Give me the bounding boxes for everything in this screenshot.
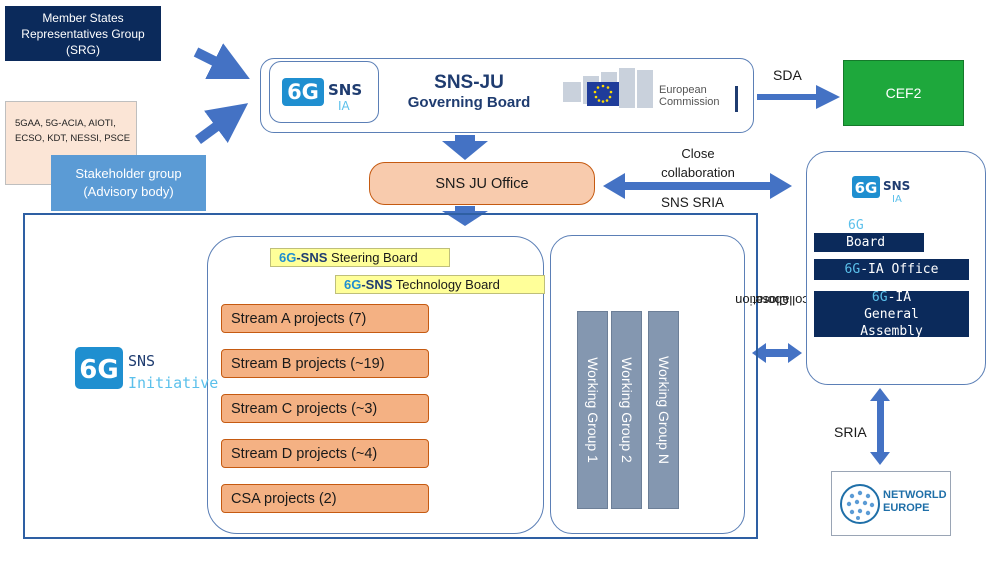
ia-office-prefix: 6G xyxy=(844,262,861,277)
wg2-label: Working Group 2 xyxy=(618,357,635,463)
board-title-sub: Governing Board xyxy=(407,94,531,111)
srg-line3: (SRG) xyxy=(66,42,100,57)
logo-ia-text: IA xyxy=(338,99,351,113)
ia-ga-line3: Assembly xyxy=(860,323,923,339)
ec-line2: Commission xyxy=(659,96,720,108)
ia-ga-line1: -IA xyxy=(887,289,912,305)
ia-office-box: 6G-IA Office xyxy=(814,259,969,280)
sns-ju-office-box: SNS JU Office xyxy=(369,162,595,205)
ia-logo-ia: IA xyxy=(892,194,902,204)
tech-rest: Technology Board xyxy=(392,277,500,292)
6g-sns-ia-logo: 6G SNS IA xyxy=(269,61,379,123)
ia-ga-line2: General xyxy=(864,306,919,322)
steering-board-label: 6G-SNS Steering Board xyxy=(270,248,450,267)
ia-board-box: Board xyxy=(814,233,924,252)
networld-line1: NETWORLD xyxy=(883,489,947,501)
close-collaboration-vertical-label: Close collaboration xyxy=(735,270,809,330)
stream-d-box: Stream D projects (~4) xyxy=(221,439,429,468)
sria-label: SRIA xyxy=(834,424,867,440)
governing-board-title: SNS-JU Governing Board xyxy=(384,72,554,112)
ec-logo-bar xyxy=(735,86,738,112)
stakeholder-members-line1: 5GAA, 5G-ACIA, AIOTI, xyxy=(15,118,116,129)
srg-line2: Representatives Group xyxy=(21,26,145,41)
logo-sns-text: SNS xyxy=(328,81,362,99)
stream-b-box: Stream B projects (~19) xyxy=(221,349,429,378)
close-collaboration-label: Close collaboration xyxy=(648,144,748,182)
technology-board-label: 6G-SNS Technology Board xyxy=(335,275,545,294)
ia-logo-6g: 6G xyxy=(855,179,878,197)
steering-rest: Steering Board xyxy=(327,250,418,265)
office-to-initiative-arrow xyxy=(442,206,488,226)
globe-icon xyxy=(840,484,880,524)
logo-6g-mark: 6G xyxy=(287,80,319,104)
ia-board-label: Board xyxy=(846,235,886,250)
initiative-sns-text: SNS xyxy=(128,352,156,370)
srg-line1: Member States xyxy=(42,10,124,25)
stakeholder-group-line1: Stakeholder group xyxy=(75,166,182,181)
ia-office-label: -IA Office xyxy=(860,262,939,277)
stakeholder-members-line2: ECSO, KDT, NESSI, PSCE xyxy=(15,133,131,144)
close-collab-vert-line2: collaboration xyxy=(735,293,809,308)
wg1-label: Working Group 1 xyxy=(584,357,601,463)
sns-sria-label: SNS SRIA xyxy=(661,195,725,210)
ia-logo-sns: SNS xyxy=(883,179,910,193)
ia-board-prefix: 6G xyxy=(848,218,864,233)
ec-logo-text: European Commission xyxy=(659,84,734,108)
office-ia-double-arrow xyxy=(603,173,792,199)
wgn-label: Working Group N xyxy=(655,356,672,464)
stakeholder-to-board-arrow xyxy=(195,103,249,145)
board-to-office-arrow xyxy=(442,135,488,160)
cef2-box: CEF2 xyxy=(843,60,964,126)
ec-line1: European xyxy=(659,84,707,96)
working-groups-container xyxy=(550,235,745,534)
tech-sns: -SNS xyxy=(361,277,393,292)
projects-container xyxy=(207,236,544,534)
srg-box: Member States Representatives Group (SRG… xyxy=(5,6,161,61)
6g-logo-icon: 6G SNS IA xyxy=(282,78,362,113)
initiative-6g-mark: 6G xyxy=(79,355,118,385)
stream-c-box: Stream C projects (~3) xyxy=(221,394,429,423)
sda-label: SDA xyxy=(773,67,802,83)
csa-projects-box: CSA projects (2) xyxy=(221,484,429,513)
ia-general-assembly-box: 6G-IA General Assembly xyxy=(814,289,969,339)
initiative-word-text: Initiative xyxy=(128,374,219,392)
working-group-2: Working Group 2 xyxy=(611,311,642,509)
board-title-main: SNS-JU xyxy=(434,72,504,93)
srg-to-board-arrow xyxy=(193,43,250,79)
working-group-1: Working Group 1 xyxy=(577,311,608,509)
networld-europe-box xyxy=(831,471,951,536)
working-group-n: Working Group N xyxy=(648,311,679,509)
stakeholder-group-box: Stakeholder group (Advisory body) xyxy=(51,155,206,211)
sns-initiative-container xyxy=(23,213,758,539)
6g-sns-ia-small-logo-icon: 6G SNS IA xyxy=(852,176,910,204)
steering-6g: 6G xyxy=(279,250,297,265)
networld-line2: EUROPE xyxy=(883,502,930,514)
stream-a-box: Stream A projects (7) xyxy=(221,304,429,333)
european-commission-logo xyxy=(563,68,653,108)
6g-initiative-logo-icon: 6G xyxy=(75,347,123,389)
steering-sns: -SNS xyxy=(296,250,328,265)
stakeholder-group-line2: (Advisory body) xyxy=(83,184,174,199)
ia-ga-prefix: 6G xyxy=(871,289,888,305)
close-collab-top-line1: Close xyxy=(681,146,715,161)
close-collab-top-line2: collaboration xyxy=(661,165,735,180)
networld-europe-text: NETWORLD EUROPE xyxy=(883,489,947,515)
ia-networld-double-arrow xyxy=(870,388,890,465)
initiative-ia-double-arrow xyxy=(752,343,802,363)
tech-6g: 6G xyxy=(344,277,362,292)
